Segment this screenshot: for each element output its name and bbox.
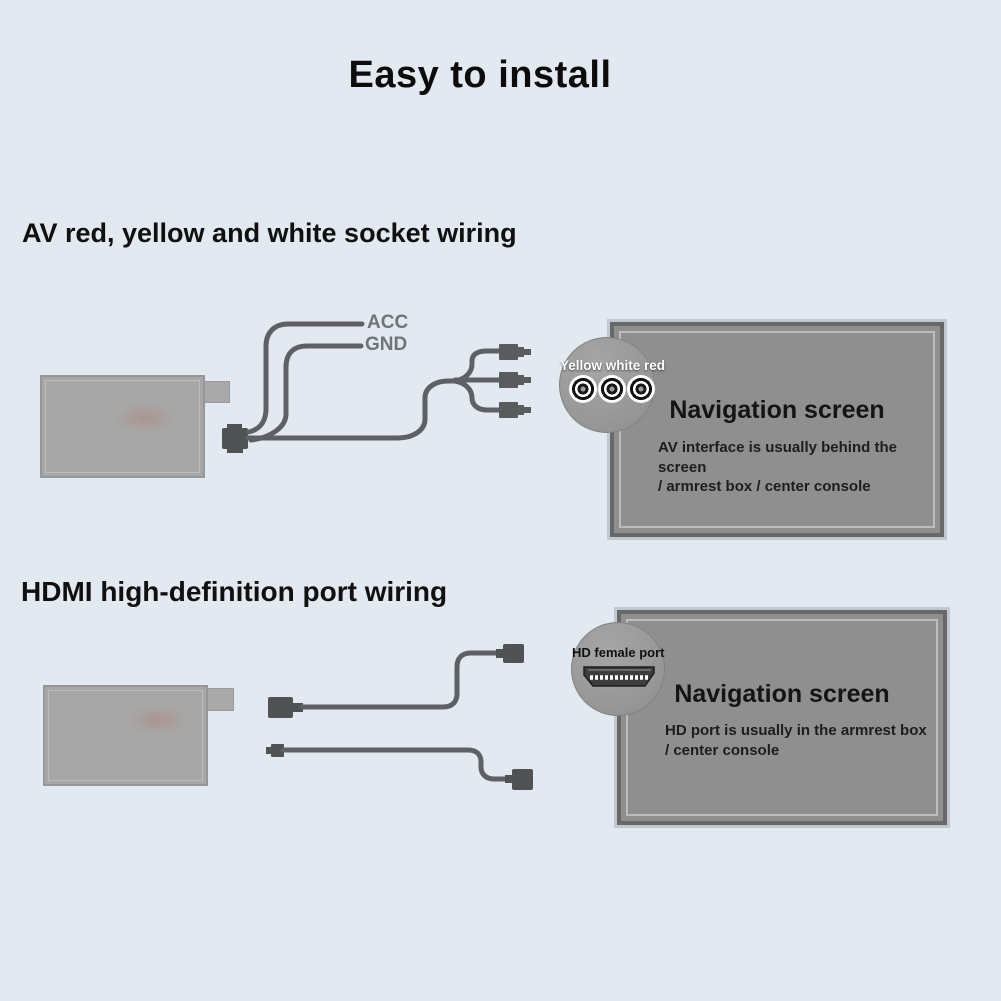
av-device-plug-icon bbox=[222, 424, 248, 453]
hdmi-screen-title: Navigation screen bbox=[674, 680, 890, 708]
av-screen-note-line1: AV interface is usually behind the scree… bbox=[658, 439, 897, 476]
hdmi-plug-left-icon bbox=[268, 697, 293, 718]
rca-jack-yellow-icon bbox=[569, 375, 597, 403]
av-callout-label: Yellow white red bbox=[560, 358, 666, 373]
gnd-wire bbox=[248, 343, 364, 443]
av-screen-title: Navigation screen bbox=[669, 396, 885, 424]
hdmi-plug-right-icon bbox=[503, 644, 524, 663]
hdmi-interface-device-box bbox=[43, 685, 208, 786]
hdmi-screen-note-line1: HD port is usually in the armrest box bbox=[665, 722, 927, 739]
av-branch-bottom bbox=[452, 378, 502, 413]
acc-wire-label: ACC bbox=[367, 312, 409, 333]
rca-jack-row bbox=[569, 375, 655, 403]
av-screen-note-line2: / armrest box / center console bbox=[658, 478, 871, 495]
device-logo-smudge bbox=[127, 705, 189, 735]
hdmi-screen-note: HD port is usually in the armrest box / … bbox=[665, 721, 927, 760]
av-device-tab bbox=[203, 381, 230, 403]
screen-inner-line bbox=[619, 331, 935, 528]
cable-tip-icon bbox=[266, 747, 272, 754]
rca-plug-mid-icon bbox=[499, 372, 531, 388]
device-box-inner-line bbox=[45, 380, 200, 473]
hdmi-plug-bottom-right-icon bbox=[512, 769, 533, 790]
page-title: Easy to install bbox=[348, 54, 612, 96]
av-interface-device-box bbox=[40, 375, 205, 478]
hdmi-female-port-icon bbox=[581, 662, 657, 697]
rca-jack-white-icon bbox=[598, 375, 626, 403]
hdmi-cable-bottom bbox=[266, 744, 533, 790]
rca-plug-top-icon bbox=[499, 344, 531, 360]
device-logo-smudge bbox=[114, 403, 176, 433]
main-av-cable bbox=[245, 378, 458, 441]
gnd-wire-label: GND bbox=[365, 334, 408, 355]
hdmi-navigation-screen: Navigation screen HD port is usually in … bbox=[614, 607, 950, 828]
av-section-heading: AV red, yellow and white socket wiring bbox=[22, 218, 517, 248]
acc-wire bbox=[246, 321, 365, 435]
hdmi-callout-label: HD female port bbox=[572, 645, 665, 660]
screen-inner-line bbox=[626, 619, 938, 816]
av-screen-note: AV interface is usually behind the scree… bbox=[658, 438, 940, 497]
hdmi-cable-top bbox=[268, 644, 524, 718]
rca-jack-red-icon bbox=[627, 375, 655, 403]
hdmi-port-callout-circle: HD female port bbox=[571, 622, 665, 716]
hdmi-screen-note-line2: / center console bbox=[665, 741, 780, 759]
hdmi-section-heading: HDMI high-definition port wiring bbox=[21, 576, 448, 607]
av-sockets-callout-circle: Yellow white red bbox=[559, 337, 666, 433]
device-box-inner-line bbox=[48, 690, 203, 781]
hdmi-device-tab bbox=[206, 688, 234, 711]
av-navigation-screen: Navigation screen AV interface is usuall… bbox=[607, 319, 947, 540]
rca-plug-icons bbox=[499, 344, 531, 418]
rca-plug-bottom-icon bbox=[499, 402, 531, 418]
av-branch-top bbox=[452, 348, 502, 384]
